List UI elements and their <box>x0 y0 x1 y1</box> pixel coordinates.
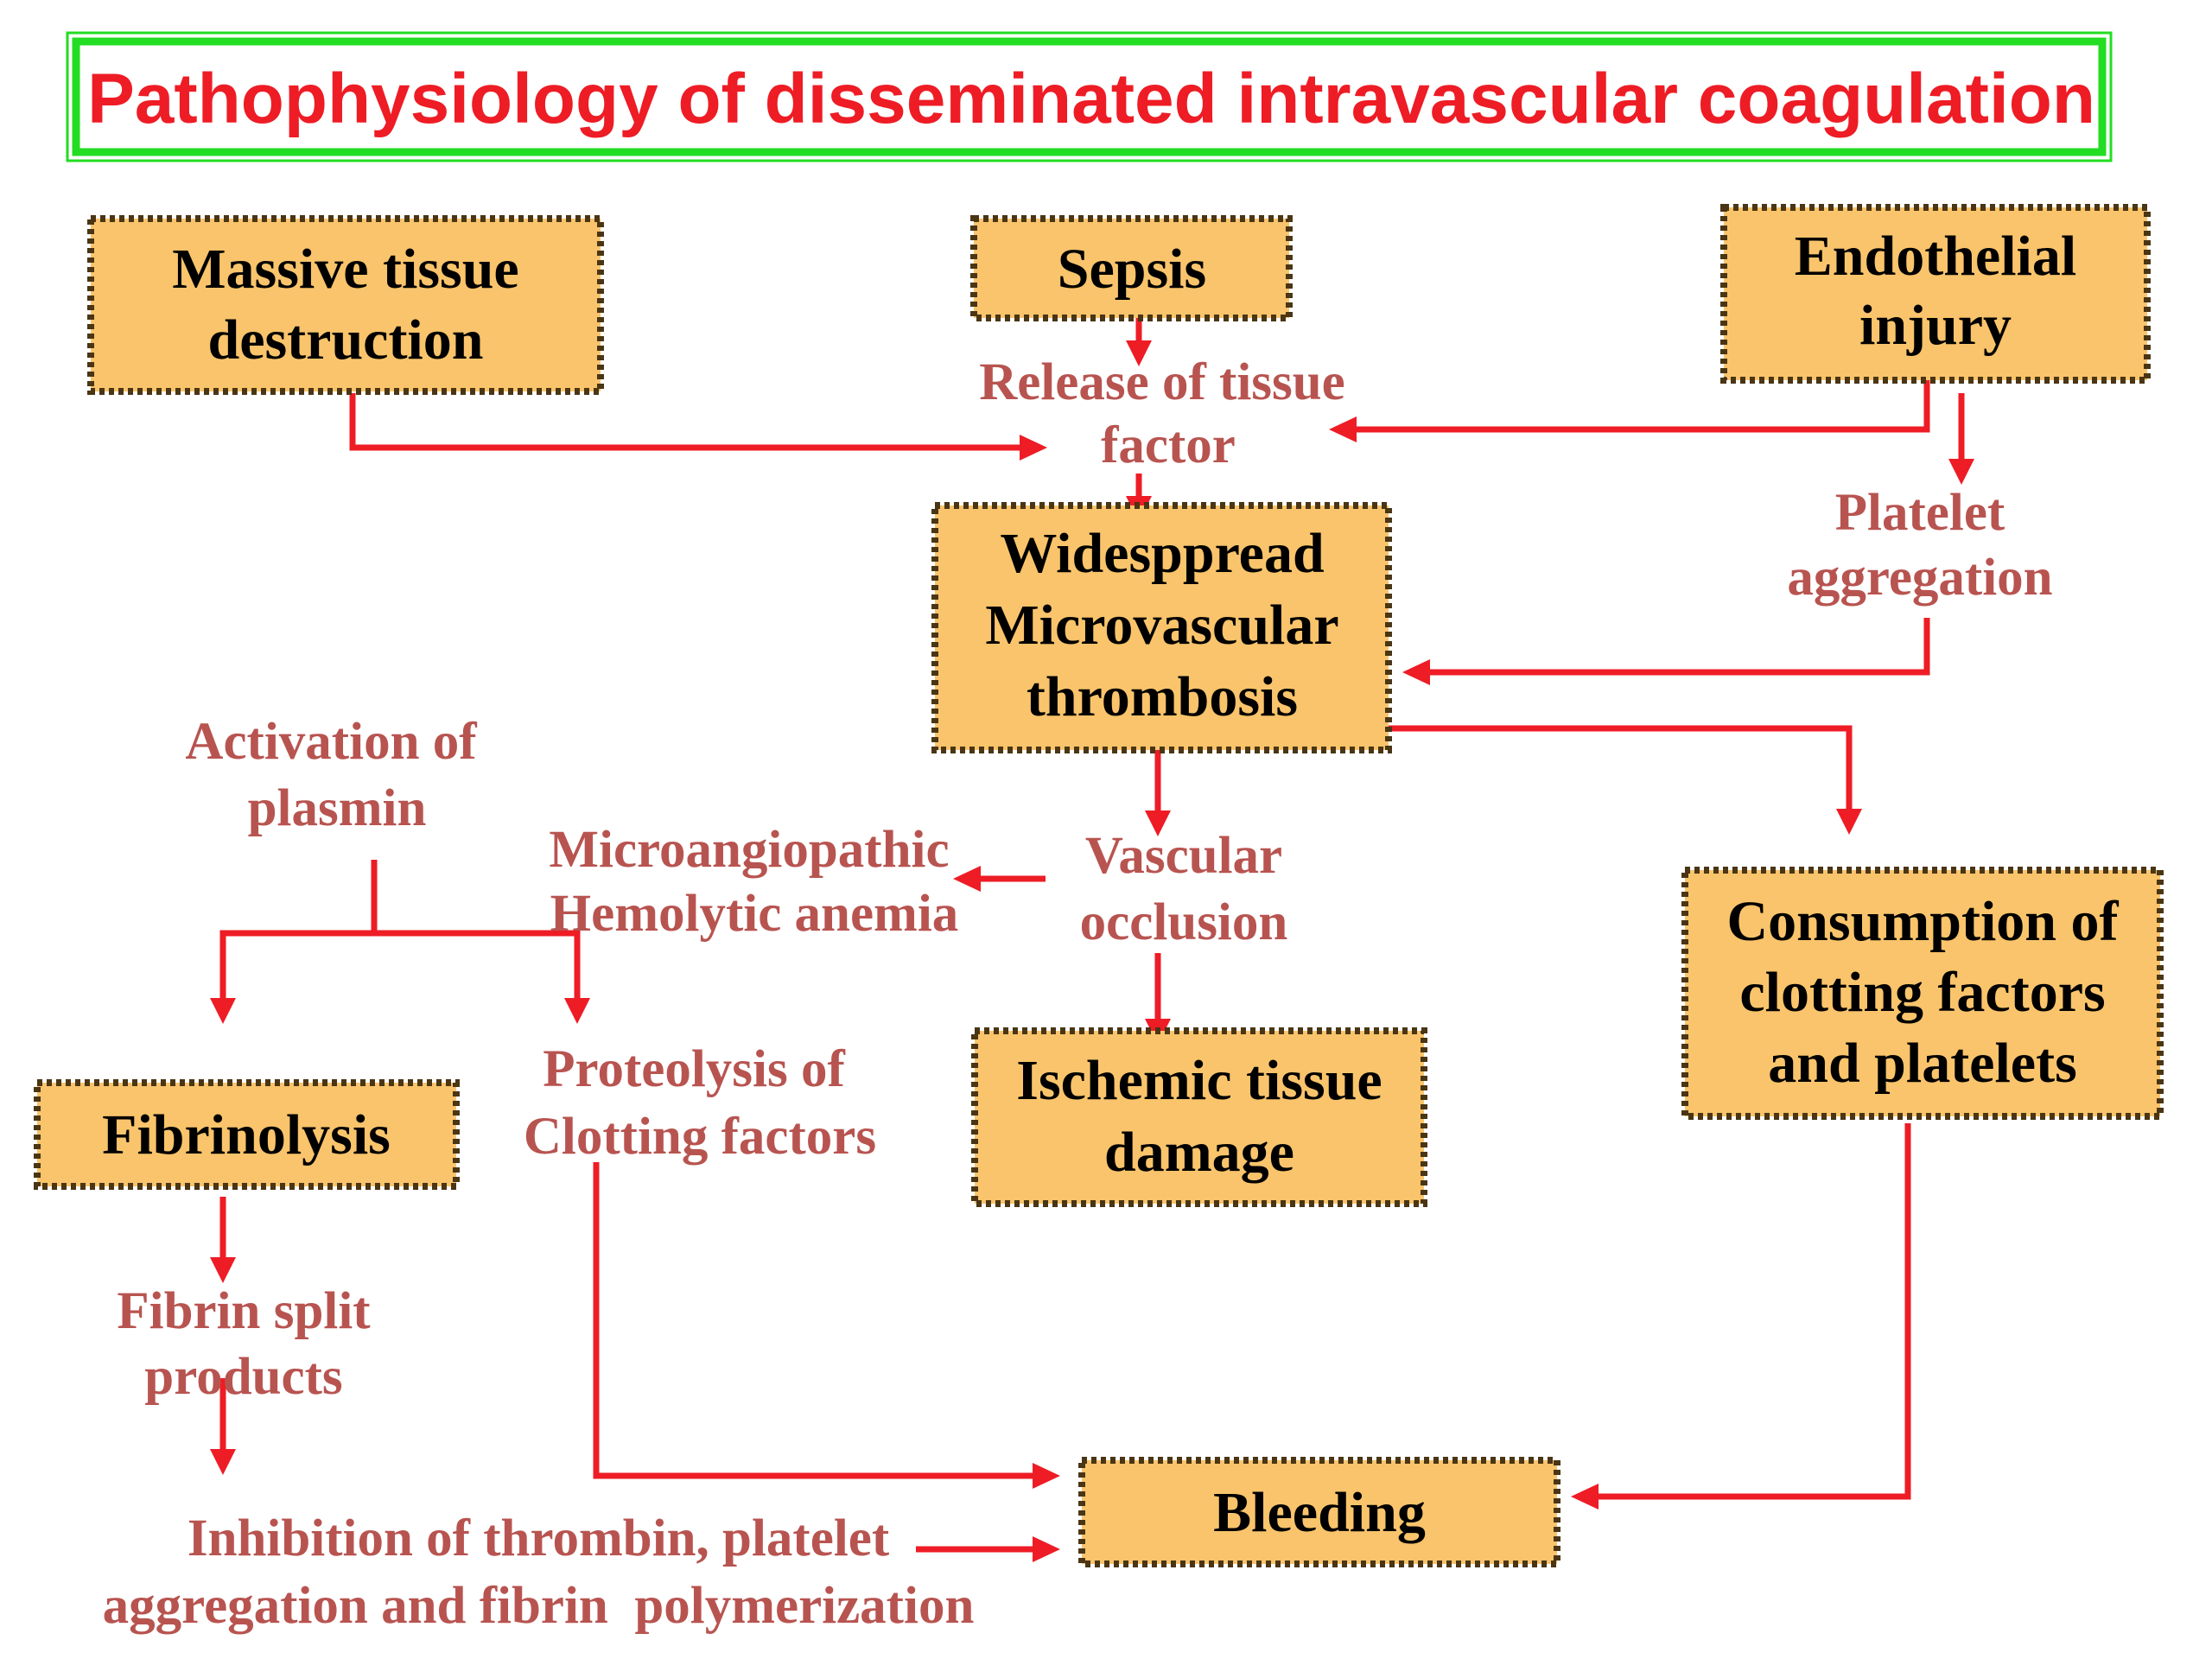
label-text: Microangiopathic <box>549 821 949 879</box>
box-consumption-clotting-factors: Consumption of clotting factors and plat… <box>1681 867 2164 1120</box>
arrowhead-fibrinolysis <box>210 998 236 1024</box>
label-text: Hemolytic anemia <box>550 885 959 943</box>
label-text: Activation of <box>185 713 477 771</box>
label-text: aggregation and fibrin polymerization <box>103 1577 975 1635</box>
box-text: Endothelial <box>1795 225 2076 288</box>
arrowhead-proteolysis <box>564 998 590 1024</box>
page-title: Pathophysiology of disseminated intravas… <box>87 60 2095 138</box>
label-text: Clotting factors <box>524 1108 876 1166</box>
label-release-tissue-factor: Release of tissue factor <box>979 353 1345 474</box>
arrow-endothelial-to-tissue-factor <box>1352 380 1930 433</box>
box-microvascular-thrombosis: Widesppread Microvascular thrombosis <box>931 502 1392 753</box>
label-microangiopathic: Microangiopathic Hemolytic anemia <box>549 821 958 943</box>
box-ischemic-tissue-damage: Ischemic tissue damage <box>971 1027 1427 1207</box>
arrowhead-occlusion <box>1145 810 1171 836</box>
arrow-proteolysis-to-bleeding <box>593 1162 1037 1479</box>
label-activation-plasmin: Activation of plasmin <box>185 713 477 837</box>
box-text: Consumption of <box>1727 890 2120 953</box>
arrowhead-endothelial-platelet <box>1948 459 1974 485</box>
arrowhead-microangiopathic <box>953 866 981 892</box>
label-text: plasmin <box>248 779 427 837</box>
box-sepsis: Sepsis <box>970 215 1293 321</box>
box-text: Massive tissue <box>172 238 518 301</box>
box-text: Microvascular <box>985 594 1338 657</box>
box-bleeding: Bleeding <box>1078 1457 1560 1567</box>
arrows <box>210 318 1974 1562</box>
box-text: Fibrinolysis <box>102 1103 391 1166</box>
arrowhead-sepsis <box>1126 340 1152 366</box>
box-text: injury <box>1859 294 2012 357</box>
box-text: Ischemic tissue <box>1016 1049 1382 1112</box>
box-fibrinolysis: Fibrinolysis <box>34 1079 460 1190</box>
arrowhead-proteolysis-bleeding <box>1033 1463 1060 1489</box>
arrowhead-consumption <box>1836 809 1862 835</box>
arrowhead-destruction <box>1020 435 1047 461</box>
arrowhead-inhibition-bleeding <box>1033 1536 1060 1562</box>
label-text: Release of tissue <box>979 353 1345 411</box>
label-text: Platelet <box>1835 484 2005 542</box>
arrow-destruction-to-tissue-factor <box>349 393 1024 451</box>
title-frame: Pathophysiology of disseminated intravas… <box>66 31 2113 162</box>
box-text: and platelets <box>1768 1032 2077 1095</box>
label-text: factor <box>1101 416 1236 474</box>
arrowhead-endothelial-tissue <box>1329 416 1357 442</box>
label-text: Proteolysis of <box>543 1040 845 1098</box>
box-text: Widesppread <box>1000 522 1324 585</box>
label-platelet-aggregation: Platelet aggregation <box>1787 484 2052 607</box>
label-text: products <box>144 1348 342 1406</box>
box-massive-tissue-destruction: Massive tissue destruction <box>87 215 604 395</box>
arrow-platelet-to-thrombosis <box>1426 618 1930 676</box>
label-inhibition: Inhibition of thrombin, platelet aggrega… <box>103 1510 975 1635</box>
box-text: clotting factors <box>1739 961 2105 1024</box>
label-text: Vascular <box>1085 827 1282 885</box>
label-text: Inhibition of thrombin, platelet <box>188 1510 890 1567</box>
arrow-consumption-to-bleeding <box>1594 1123 1911 1500</box>
arrowhead-consumption-bleeding <box>1571 1484 1599 1510</box>
arrow-thrombosis-to-consumption <box>1385 725 1853 812</box>
box-text: destruction <box>208 308 484 372</box>
label-text: Fibrin split <box>117 1282 371 1340</box>
arrowhead-split <box>210 1257 236 1283</box>
label-text: occlusion <box>1080 893 1288 951</box>
label-fibrin-split-products: Fibrin split products <box>117 1282 371 1406</box>
label-vascular-occlusion: Vascular occlusion <box>1080 827 1288 951</box>
arrow-plasmin-branch <box>219 930 581 1000</box>
arrowhead-inhibition <box>210 1449 236 1475</box>
box-text: thrombosis <box>1027 665 1298 728</box>
box-text: Bleeding <box>1213 1481 1426 1544</box>
box-text: Sepsis <box>1058 238 1206 301</box>
box-endothelial-injury: Endothelial injury <box>1720 204 2151 384</box>
box-text: damage <box>1104 1121 1294 1184</box>
label-proteolysis: Proteolysis of Clotting factors <box>524 1040 876 1166</box>
label-text: aggregation <box>1787 549 2052 607</box>
arrowhead-platelet <box>1402 659 1430 685</box>
